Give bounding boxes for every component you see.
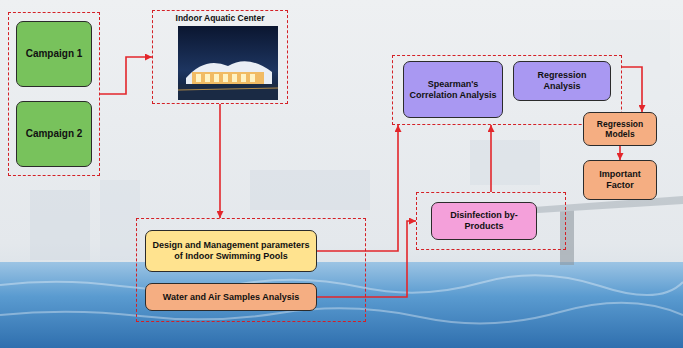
group-frame: Disinfection by-Products — [416, 192, 566, 250]
pool-water — [0, 262, 683, 348]
process-box: Campaign 2 — [16, 101, 92, 167]
flow-arrow — [622, 67, 642, 112]
box-label: Campaign 2 — [26, 128, 83, 140]
process-box: Spearman's Correlation Analysis — [403, 61, 503, 118]
box-label: Regression Analysis — [519, 70, 605, 92]
box-label: Disinfection by-Products — [437, 210, 531, 232]
building-illustration — [178, 26, 278, 100]
process-box: Regression Analysis — [513, 61, 611, 101]
flow-arrow — [619, 146, 621, 160]
box-label: Campaign 1 — [26, 48, 83, 60]
process-box: Water and Air Samples Analysis — [145, 283, 317, 311]
flow-arrow — [490, 125, 492, 192]
process-box: Important Factor — [583, 160, 657, 200]
group-frame: Design and Management parameters of Indo… — [136, 218, 366, 322]
group-frame: Indoor Aquatic Center — [152, 10, 288, 104]
flow-arrow — [219, 104, 221, 218]
process-box: Design and Management parameters of Indo… — [145, 230, 317, 272]
flow-arrow — [100, 57, 152, 94]
group-frame: Campaign 1 Campaign 2 — [8, 12, 100, 176]
flow-arrow — [317, 125, 398, 251]
process-box: Disinfection by-Products — [431, 202, 537, 240]
box-label: Design and Management parameters of Indo… — [151, 240, 311, 262]
group-heading: Indoor Aquatic Center — [176, 13, 265, 23]
box-label: Spearman's Correlation Analysis — [409, 79, 497, 101]
box-label: Regression Models — [589, 119, 651, 139]
flow-arrow — [317, 221, 416, 297]
diving-board — [520, 196, 683, 265]
box-label: Important Factor — [589, 169, 651, 191]
process-box: Campaign 1 — [16, 21, 92, 87]
process-box: Regression Models — [583, 112, 657, 146]
water-ripples — [0, 275, 683, 323]
box-label: Water and Air Samples Analysis — [163, 292, 300, 303]
